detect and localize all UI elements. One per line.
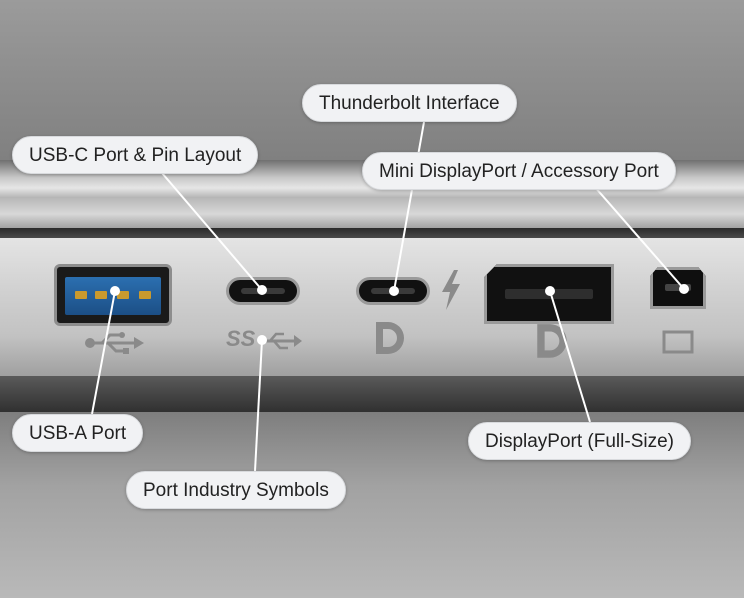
usb-trident-icon xyxy=(85,332,144,354)
callout-usb-a-port: USB-A Port xyxy=(12,414,144,452)
callout-mini-displayport: Mini DisplayPort / Accessory Port xyxy=(362,152,676,190)
lightning-bolt-icon xyxy=(442,270,460,310)
superspeed-label: SS xyxy=(226,326,256,351)
usb-a-pin xyxy=(139,291,151,299)
displayport-icon xyxy=(376,322,404,354)
mini-displayport-tongue xyxy=(665,284,691,291)
displayport-tongue xyxy=(505,289,593,299)
thunderbolt-usb-c-port xyxy=(356,277,430,305)
usb-a-pin xyxy=(117,291,129,299)
callout-displayport-full-size: DisplayPort (Full-Size) xyxy=(468,422,691,460)
usb3-blue-insert xyxy=(65,277,161,315)
usb-a-pin xyxy=(95,291,107,299)
superspeed-usb-icon: SS xyxy=(226,326,306,356)
mini-displayport-port xyxy=(650,267,706,309)
mini-displayport-rectangle-icon xyxy=(662,330,694,354)
callout-port-industry-symbols: Port Industry Symbols xyxy=(126,471,346,509)
chassis-seam xyxy=(0,228,744,238)
callout-thunderbolt-interface: Thunderbolt Interface xyxy=(302,84,517,122)
usb-a-pin xyxy=(75,291,87,299)
usb-c-port xyxy=(226,277,300,305)
callout-usb-c-port: USB-C Port & Pin Layout xyxy=(12,136,259,174)
usb-c-tongue xyxy=(241,288,285,294)
lid-hinge-gap xyxy=(0,198,744,230)
laptop-underside xyxy=(0,376,744,414)
usb-c-tongue xyxy=(371,288,415,294)
usb-a-port xyxy=(54,264,172,326)
usb-trident-small-icon xyxy=(262,332,302,350)
displayport-icon xyxy=(537,324,567,358)
displayport-full-size-port xyxy=(484,264,614,324)
